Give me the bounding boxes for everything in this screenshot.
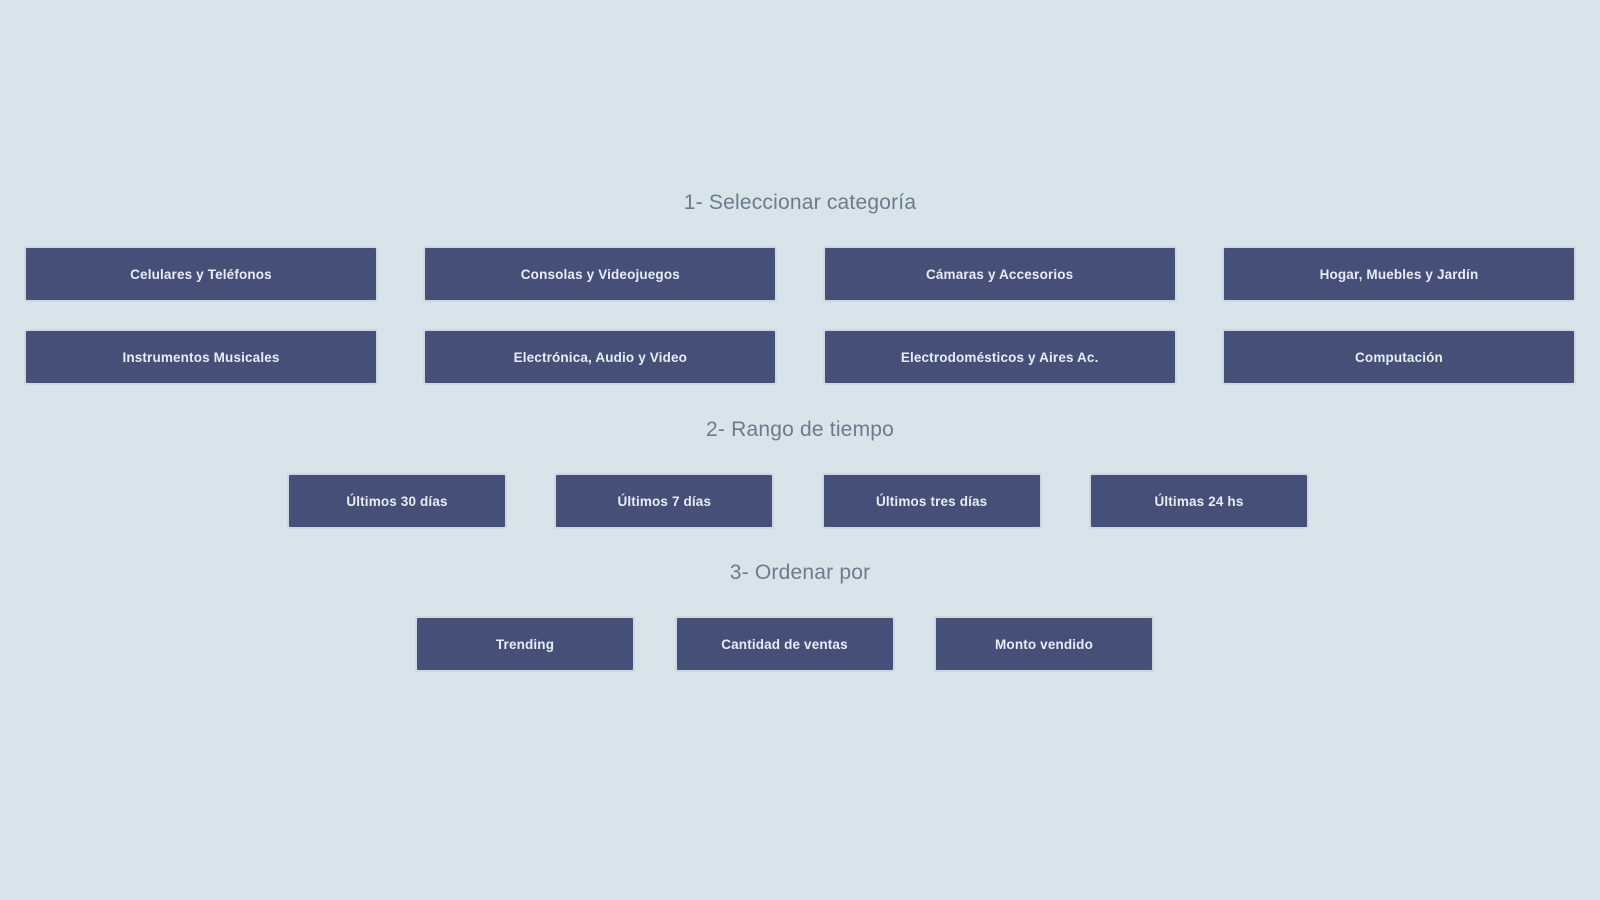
time-range-button-row: Últimos 30 días Últimos 7 días Últimos t… bbox=[287, 473, 1309, 529]
sort-by-button-label: Cantidad de ventas bbox=[721, 636, 848, 652]
time-range-button-label: Últimos tres días bbox=[875, 493, 988, 509]
category-button-electrodomesticos-y-aires-ac[interactable]: Electrodomésticos y Aires Ac. bbox=[822, 329, 1177, 385]
sort-by-button-cantidad-de-ventas[interactable]: Cantidad de ventas bbox=[674, 616, 895, 672]
category-button-label: Celulares y Teléfonos bbox=[130, 266, 272, 282]
sort-by-section-heading: 3- Ordenar por bbox=[729, 561, 871, 584]
time-range-button-label: Últimas 24 hs bbox=[1154, 493, 1244, 509]
category-button-label: Consolas y Videojuegos bbox=[520, 266, 680, 282]
category-button-instrumentos-musicales[interactable]: Instrumentos Musicales bbox=[24, 329, 378, 385]
time-range-button-ultimas-24-hs[interactable]: Últimas 24 hs bbox=[1088, 473, 1309, 529]
sort-by-button-row: Trending Cantidad de ventas Monto vendid… bbox=[415, 616, 1154, 672]
category-button-label: Electrónica, Audio y Video bbox=[513, 349, 688, 365]
category-button-label: Electrodomésticos y Aires Ac. bbox=[900, 349, 1099, 365]
category-button-camaras-y-accesorios[interactable]: Cámaras y Accesorios bbox=[822, 246, 1177, 302]
sort-by-button-monto-vendido[interactable]: Monto vendido bbox=[934, 616, 1154, 672]
time-range-button-ultimos-7-dias[interactable]: Últimos 7 días bbox=[554, 473, 775, 529]
category-button-electronica-audio-y-video[interactable]: Electrónica, Audio y Video bbox=[423, 329, 778, 385]
category-button-computacion[interactable]: Computación bbox=[1221, 329, 1576, 385]
category-button-label: Hogar, Muebles y Jardín bbox=[1319, 266, 1479, 282]
category-button-hogar-muebles-y-jardin[interactable]: Hogar, Muebles y Jardín bbox=[1221, 246, 1576, 302]
time-range-button-label: Últimos 30 días bbox=[346, 493, 448, 509]
category-button-label: Instrumentos Musicales bbox=[122, 349, 280, 365]
category-button-celulares-y-telefonos[interactable]: Celulares y Teléfonos bbox=[24, 246, 378, 302]
time-range-section-heading: 2- Rango de tiempo bbox=[705, 418, 895, 441]
sort-by-button-label: Trending bbox=[495, 636, 555, 652]
category-button-label: Cámaras y Accesorios bbox=[925, 266, 1074, 282]
category-button-grid: Celulares y Teléfonos Consolas y Videoju… bbox=[24, 246, 1576, 385]
time-range-button-ultimos-30-dias[interactable]: Últimos 30 días bbox=[287, 473, 507, 529]
category-button-label: Computación bbox=[1355, 349, 1443, 365]
sort-by-button-trending[interactable]: Trending bbox=[415, 616, 635, 672]
time-range-button-label: Últimos 7 días bbox=[617, 493, 712, 509]
sort-by-button-label: Monto vendido bbox=[995, 636, 1093, 652]
category-button-consolas-y-videojuegos[interactable]: Consolas y Videojuegos bbox=[423, 246, 778, 302]
category-section-heading: 1- Seleccionar categoría bbox=[683, 191, 917, 214]
time-range-button-ultimos-tres-dias[interactable]: Últimos tres días bbox=[821, 473, 1042, 529]
